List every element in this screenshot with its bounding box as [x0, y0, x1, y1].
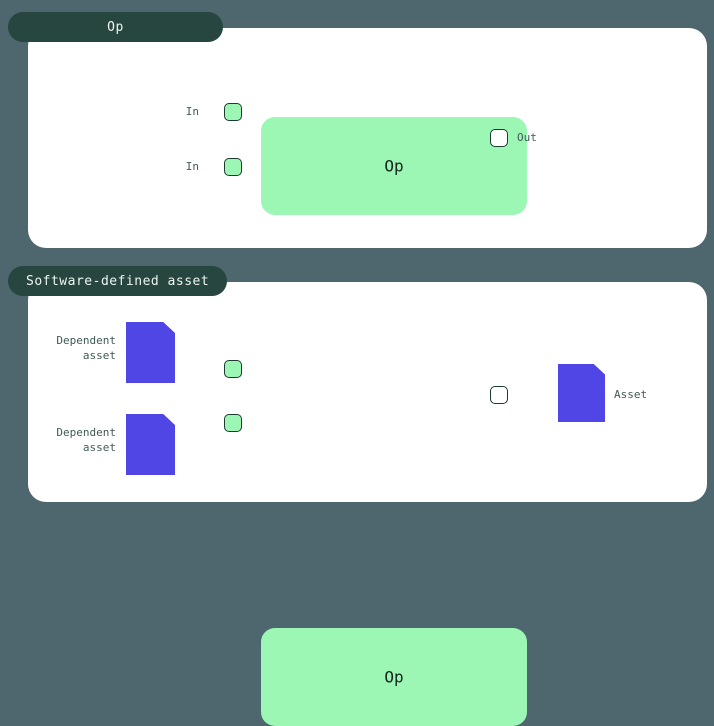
panel-tab-software-defined-asset[interactable]: Software-defined asset	[8, 266, 228, 296]
port-in-1[interactable]	[224, 360, 242, 378]
op-box[interactable]: Op	[261, 628, 527, 726]
panel-tab-op[interactable]: Op	[8, 12, 223, 42]
document-icon[interactable]	[558, 364, 605, 422]
panel-tab-label: Op	[107, 19, 124, 35]
port-in-1[interactable]	[224, 103, 242, 121]
document-icon[interactable]	[126, 414, 175, 475]
op-box-label: Op	[384, 667, 404, 687]
dependent-asset-label-2: Dependent asset	[56, 426, 116, 454]
asset-label: Asset	[614, 388, 648, 401]
document-icon[interactable]	[126, 322, 175, 383]
port-label-in-2: In	[185, 160, 199, 173]
port-label-in-1: In	[185, 105, 199, 118]
op-box[interactable]: Op	[261, 117, 527, 215]
port-in-2[interactable]	[224, 158, 242, 176]
port-out-1[interactable]	[490, 386, 508, 404]
op-box-label: Op	[384, 156, 404, 176]
panel-op: Op	[28, 28, 707, 248]
port-out-1[interactable]	[490, 129, 508, 147]
port-in-2[interactable]	[224, 414, 242, 432]
port-label-out-1: Out	[517, 131, 537, 144]
panel-tab-label: Software-defined asset	[26, 273, 210, 289]
dependent-asset-label-1: Dependent asset	[56, 334, 116, 362]
